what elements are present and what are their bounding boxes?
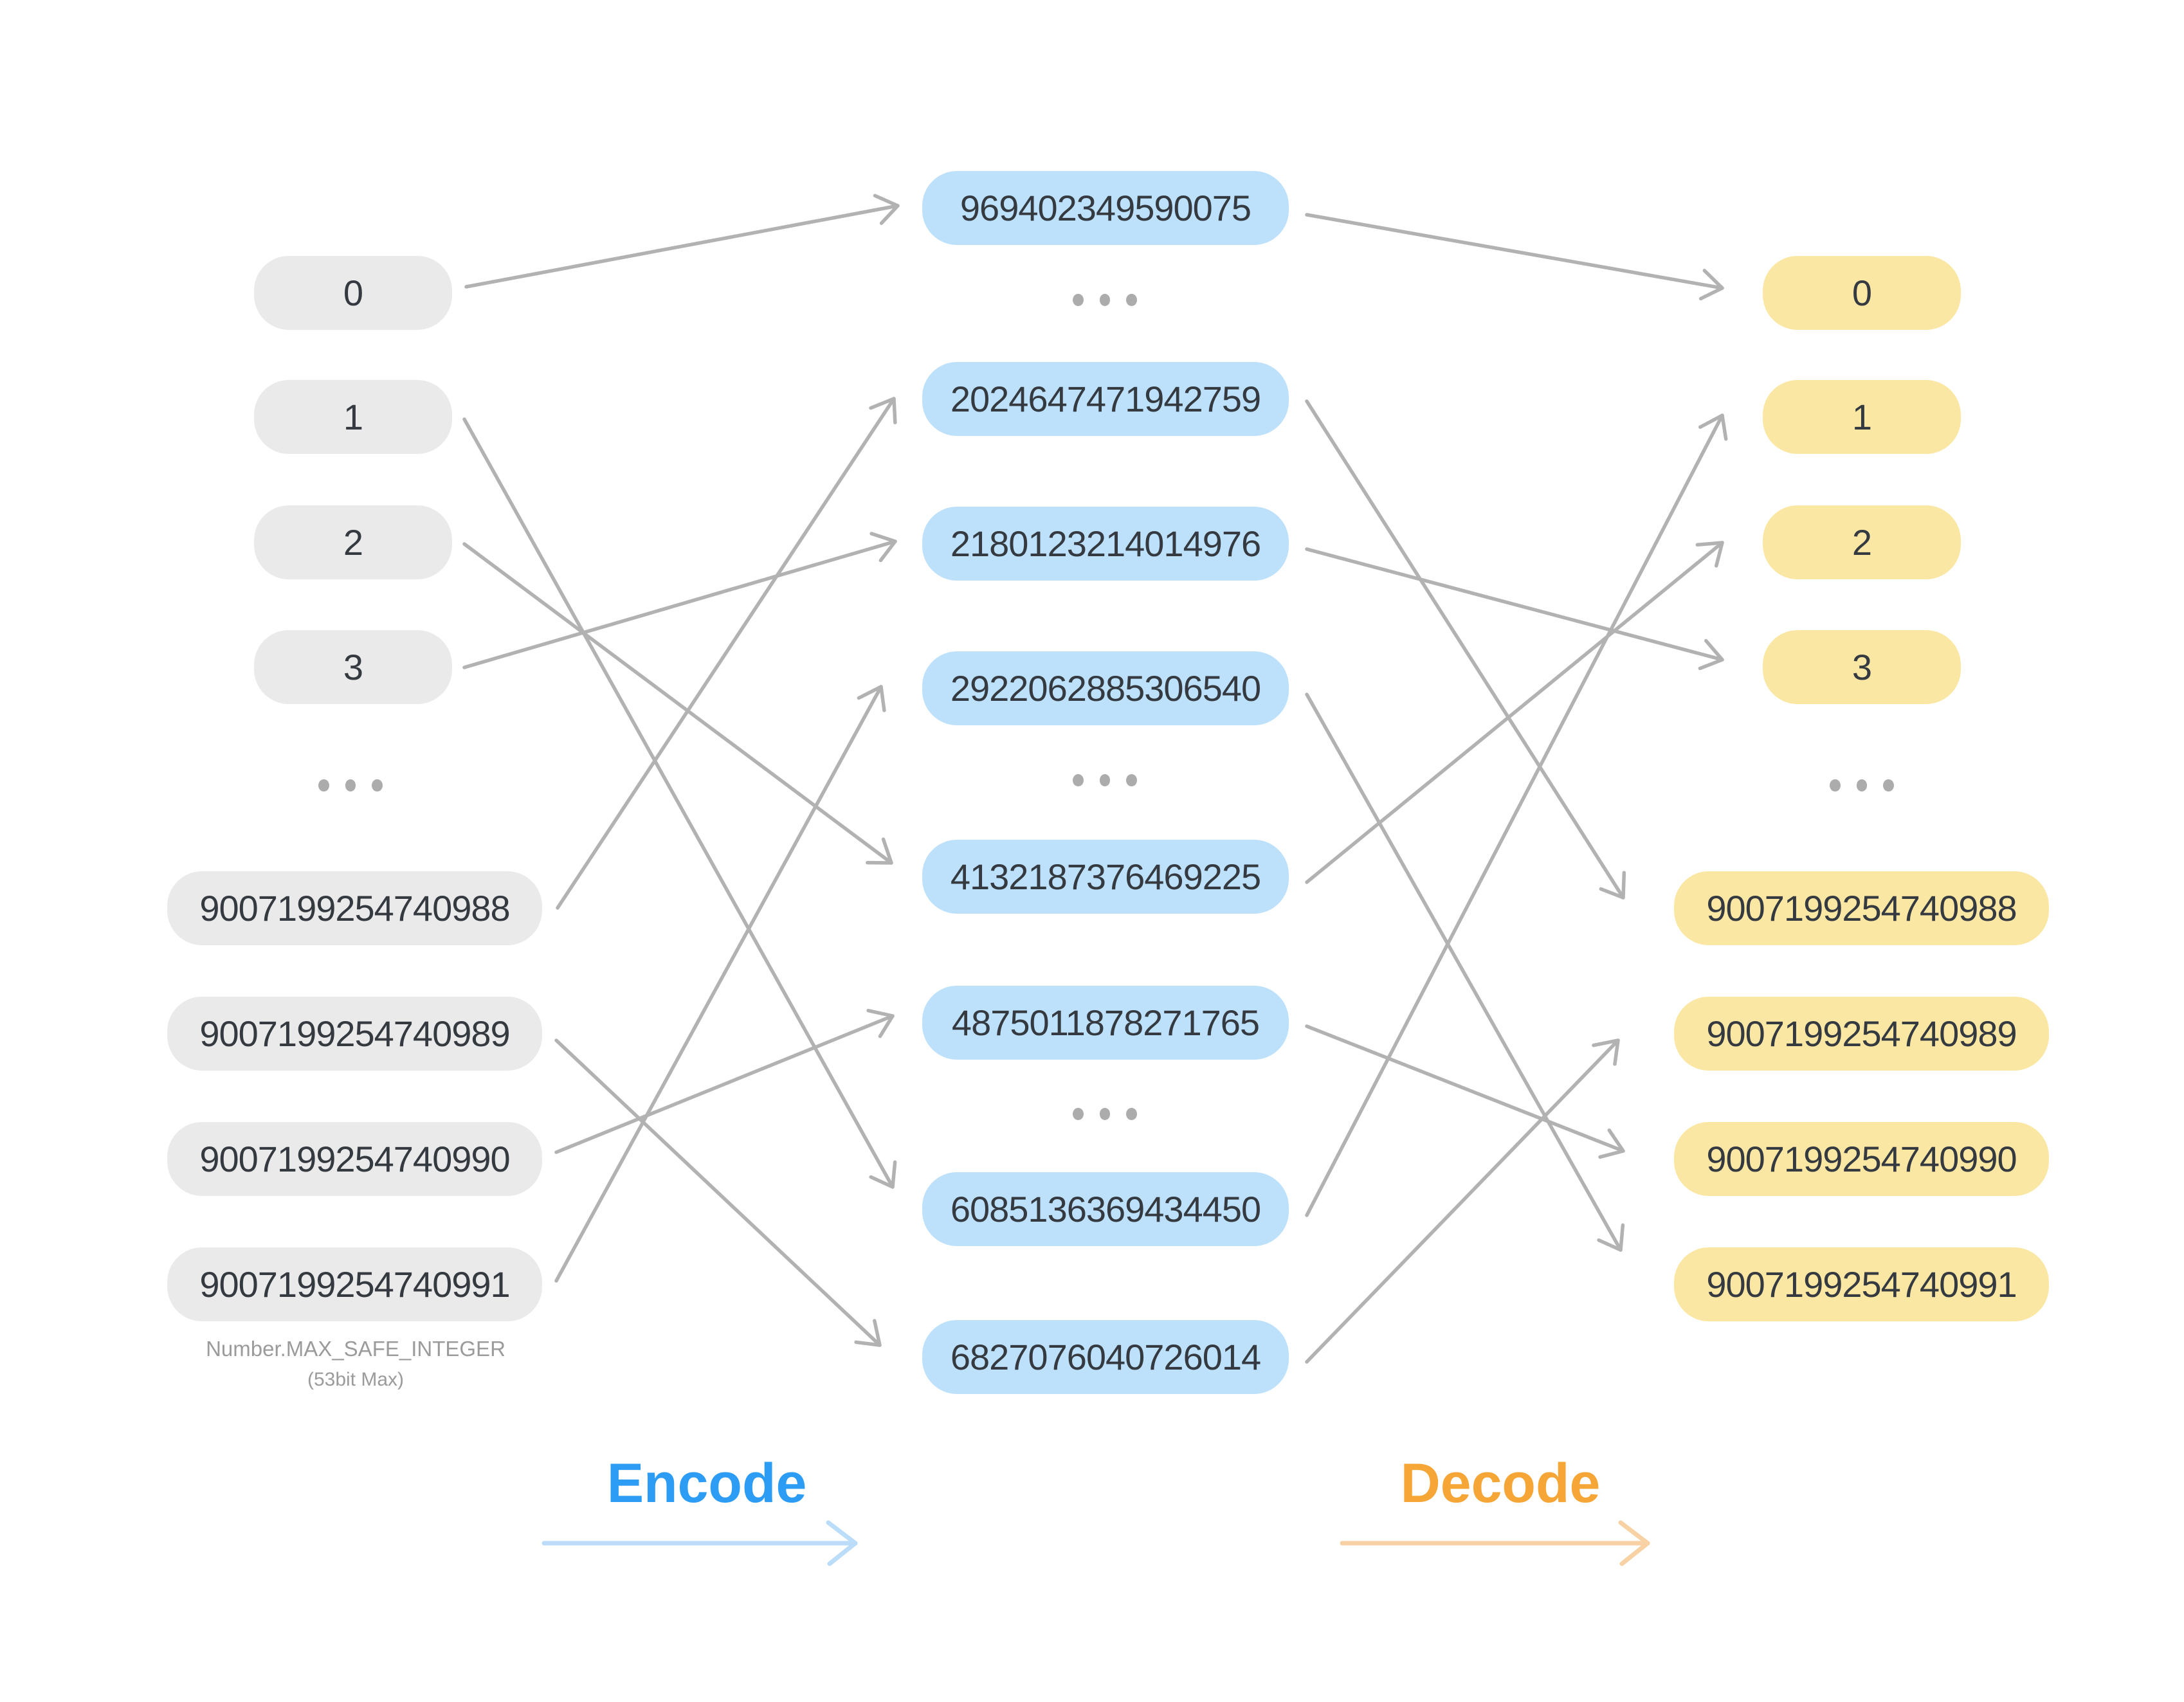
- input-pill-9007199254740989: 9007199254740989: [167, 997, 542, 1071]
- encode-label: Encode: [606, 1453, 807, 1514]
- caption-line-1: Number.MAX_SAFE_INTEGER: [206, 1337, 505, 1361]
- encode-arrow-9007199254740988-to-2024647471942759: [556, 397, 897, 910]
- decode-arrow-4132187376469225-to-2: [1305, 541, 1724, 884]
- output-pill-1: 1: [1763, 380, 1961, 454]
- input-pill-0: 0: [254, 256, 452, 330]
- output-pill-9007199254740989: 9007199254740989: [1674, 997, 2049, 1071]
- encoded-pill-1-label: 2024647471942759: [950, 379, 1261, 419]
- output-pill-989-label: 9007199254740989: [1706, 1013, 2017, 1054]
- ellipsis-dots-encoded-3: [1073, 1108, 1138, 1120]
- decode-arrow-6085136369434450-to-1: [1305, 413, 1728, 1217]
- input-pill-9007199254740991: 9007199254740991: [167, 1247, 542, 1321]
- encode-arrow-9007199254740991-to-2922062885306540: [554, 685, 886, 1283]
- input-pill-988-label: 9007199254740988: [199, 888, 510, 928]
- decode-arrow-2180123214014976-to-3: [1305, 547, 1724, 671]
- output-pill-988-label: 9007199254740988: [1706, 888, 2017, 928]
- max-safe-integer-caption: Number.MAX_SAFE_INTEGER (53bit Max): [163, 1332, 549, 1395]
- encoded-pill-2922062885306540: 2922062885306540: [922, 651, 1289, 725]
- output-pill-3-label: 3: [1852, 647, 1872, 687]
- decode-arrow-2024647471942759-to-9007199254740988: [1305, 399, 1626, 900]
- input-pill-2: 2: [254, 505, 452, 579]
- encode-arrow-1-to-6085136369434450: [462, 417, 897, 1189]
- encoded-pill-5-label: 4875011878271765: [951, 1002, 1260, 1043]
- input-pill-0-label: 0: [343, 273, 363, 313]
- input-pill-991-label: 9007199254740991: [199, 1264, 510, 1305]
- output-pill-0-label: 0: [1852, 273, 1872, 313]
- encoded-pill-3-label: 2922062885306540: [950, 668, 1261, 709]
- output-pill-990-label: 9007199254740990: [1706, 1139, 2017, 1179]
- encoded-pill-6-label: 6085136369434450: [950, 1189, 1261, 1229]
- encoded-pill-6827076040726014: 6827076040726014: [922, 1320, 1289, 1394]
- input-pill-1: 1: [254, 380, 452, 454]
- decode-arrow-2922062885306540-to-9007199254740991: [1305, 693, 1625, 1252]
- encoded-pill-6085136369434450: 6085136369434450: [922, 1172, 1289, 1246]
- input-pill-9007199254740988: 9007199254740988: [167, 871, 542, 945]
- input-pill-990-label: 9007199254740990: [199, 1139, 510, 1179]
- encode-arrow-3-to-2180123214014976: [462, 532, 897, 669]
- input-pill-3: 3: [254, 630, 452, 704]
- input-pill-2-label: 2: [343, 522, 363, 563]
- output-pill-3: 3: [1763, 630, 1961, 704]
- decode-arrow-6827076040726014-to-9007199254740989: [1305, 1038, 1620, 1364]
- input-pill-989-label: 9007199254740989: [199, 1013, 510, 1054]
- encoded-pill-4-label: 4132187376469225: [950, 856, 1261, 897]
- encoded-pill-2180123214014976: 2180123214014976: [922, 507, 1289, 581]
- output-pill-9007199254740990: 9007199254740990: [1674, 1122, 2049, 1196]
- caption-line-2: (53bit Max): [307, 1369, 405, 1391]
- output-pill-2-label: 2: [1852, 522, 1872, 563]
- encoded-pill-7-label: 6827076040726014: [950, 1337, 1261, 1377]
- output-pill-991-label: 9007199254740991: [1706, 1264, 2017, 1305]
- encoded-pill-0-label: 969402349590075: [960, 188, 1251, 228]
- encode-arrow-9007199254740989-to-6827076040726014: [554, 1038, 882, 1347]
- input-pill-9007199254740990: 9007199254740990: [167, 1122, 542, 1196]
- output-pill-1-label: 1: [1852, 397, 1872, 437]
- output-pill-2: 2: [1763, 505, 1961, 579]
- encode-arrow-2-to-4132187376469225: [462, 542, 893, 865]
- ellipsis-dots-encoded-1: [1073, 294, 1138, 306]
- input-pill-3-label: 3: [343, 647, 363, 687]
- decode-label: Decode: [1400, 1453, 1601, 1514]
- encoded-pill-969402349590075: 969402349590075: [922, 171, 1289, 245]
- decode-arrow-969402349590075-to-0: [1305, 213, 1724, 301]
- encode-arrow-9007199254740990-to-4875011878271765: [554, 1008, 895, 1154]
- input-pill-1-label: 1: [343, 397, 363, 437]
- ellipsis-dots-encoded-2: [1073, 774, 1138, 786]
- ellipsis-dots-input: [318, 779, 383, 792]
- encoded-pill-2-label: 2180123214014976: [950, 523, 1261, 564]
- encoded-pill-4132187376469225: 4132187376469225: [922, 840, 1289, 914]
- encoded-pill-4875011878271765: 4875011878271765: [922, 986, 1289, 1060]
- decode-arrow-4875011878271765-to-9007199254740990: [1305, 1024, 1625, 1159]
- output-pill-0: 0: [1763, 256, 1961, 330]
- output-pill-9007199254740988: 9007199254740988: [1674, 871, 2049, 945]
- output-pill-9007199254740991: 9007199254740991: [1674, 1247, 2049, 1321]
- ellipsis-dots-output: [1830, 779, 1895, 792]
- encode-arrow-0-to-969402349590075: [464, 194, 900, 289]
- encoded-pill-2024647471942759: 2024647471942759: [922, 362, 1289, 436]
